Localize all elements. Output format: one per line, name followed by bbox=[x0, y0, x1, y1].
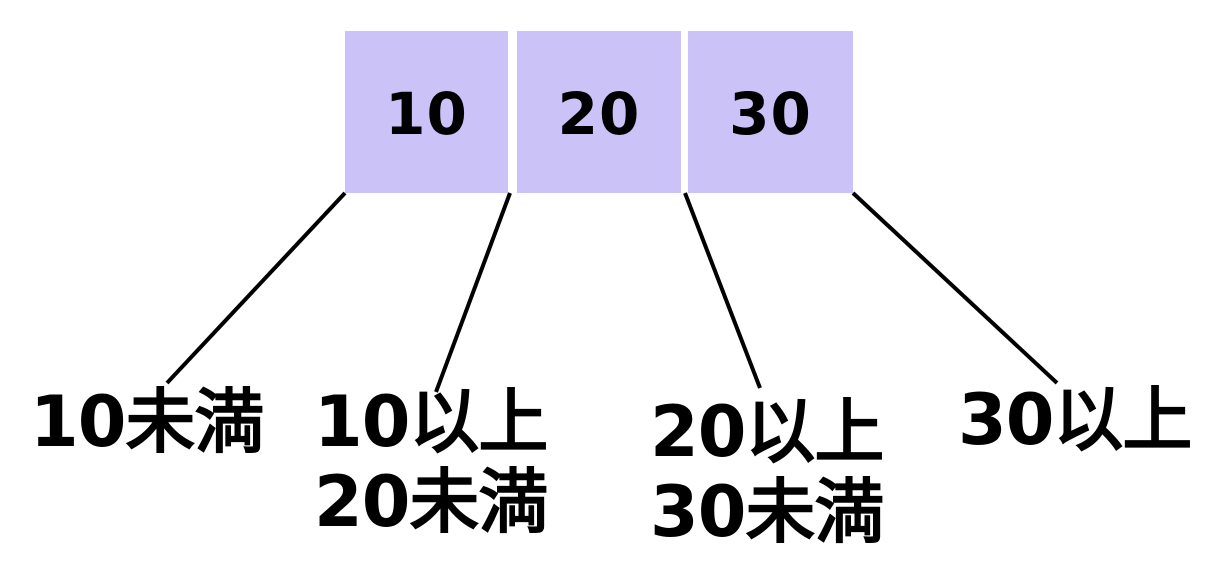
interval-label-line2: 30未満 bbox=[650, 471, 884, 553]
class-box-1: 10 bbox=[345, 31, 508, 193]
interval-label-10-to-20: 10以上 20未満 bbox=[314, 381, 548, 543]
interval-label-line2: 20未満 bbox=[314, 461, 548, 543]
interval-label-line1: 10未満 bbox=[30, 381, 264, 463]
class-box-2: 20 bbox=[517, 31, 681, 193]
interval-label-line1: 30以上 bbox=[958, 379, 1192, 461]
leader-line-4 bbox=[851, 191, 1059, 385]
leader-line-1 bbox=[165, 191, 347, 385]
interval-label-30-and-above: 30以上 bbox=[958, 379, 1192, 461]
class-box-1-value: 10 bbox=[385, 80, 468, 148]
class-box-3-value: 30 bbox=[729, 80, 812, 148]
interval-label-line1: 10以上 bbox=[314, 381, 548, 463]
class-box-3: 30 bbox=[688, 31, 853, 193]
class-box-2-value: 20 bbox=[557, 80, 641, 148]
leader-line-3 bbox=[683, 192, 762, 389]
leader-line-2 bbox=[434, 192, 512, 393]
interval-label-20-to-30: 20以上 30未満 bbox=[650, 391, 884, 553]
interval-label-line1: 20以上 bbox=[650, 391, 884, 473]
interval-label-below-10: 10未満 bbox=[30, 381, 264, 463]
